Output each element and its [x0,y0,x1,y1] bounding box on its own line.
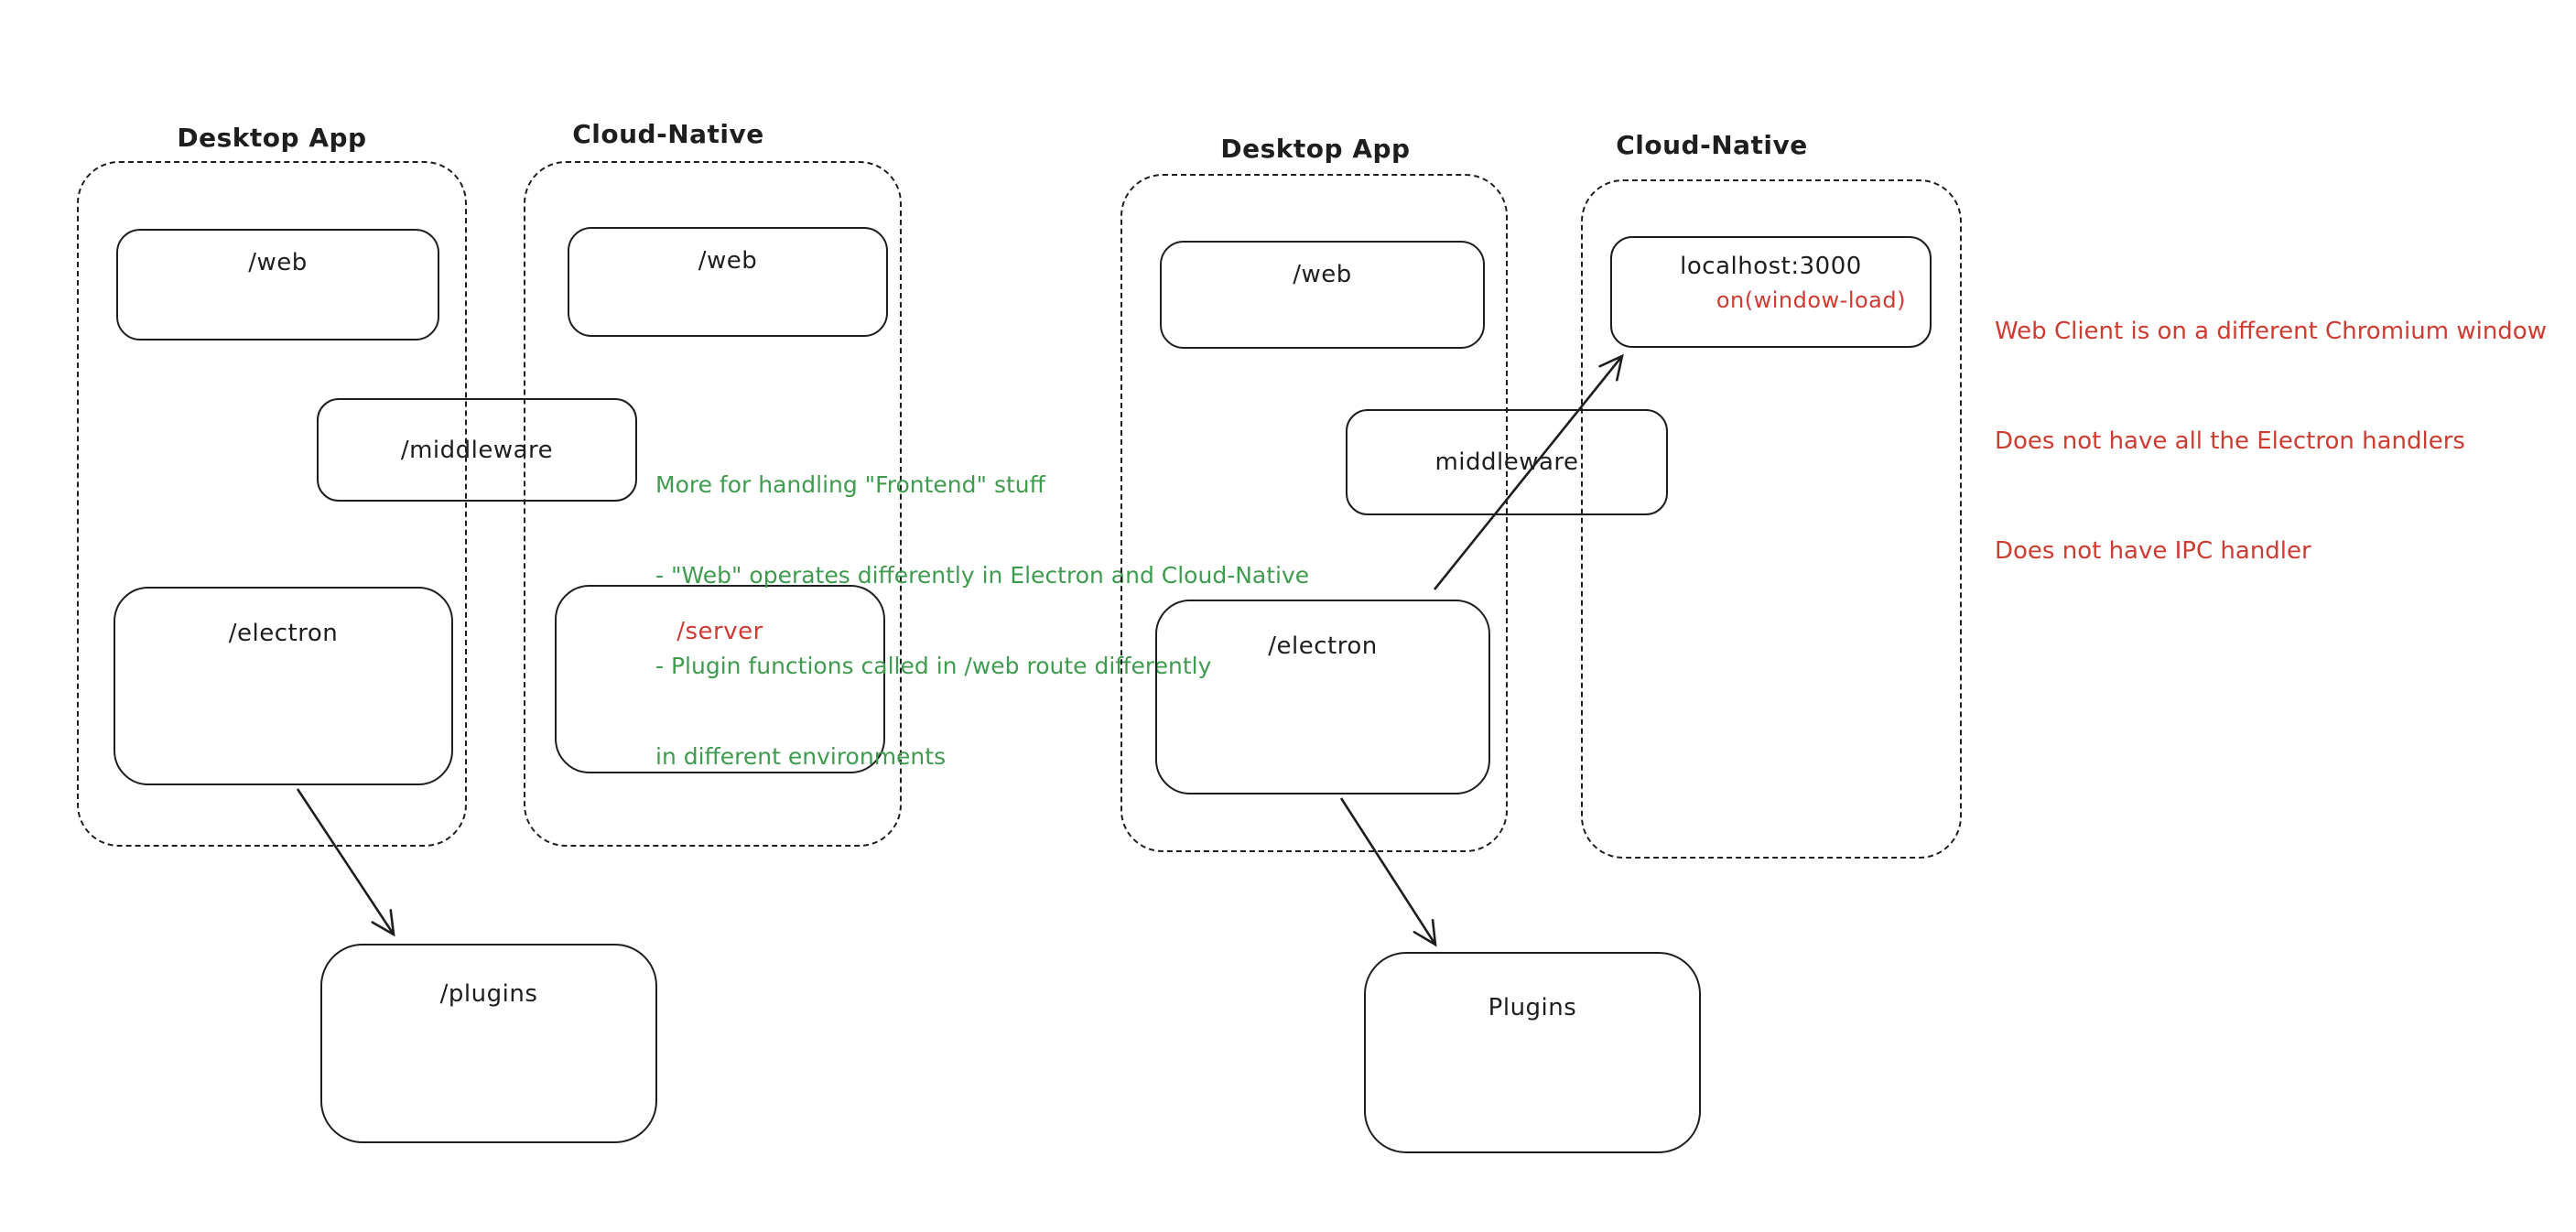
left-electron-label: /electron [228,620,339,647]
right-web-box: /web [1160,241,1485,349]
right-web-label: /web [1293,261,1352,288]
left-green-annotation: More for handling "Frontend" stuff - "We… [655,409,1309,832]
left-cloud-native-title: Cloud-Native [572,119,764,149]
green-note-line-2: - "Web" operates differently in Electron… [655,562,1310,589]
left-middleware-label: /middleware [400,436,554,464]
right-on-window-load-label: on(window-load) [1716,287,1906,313]
green-note-line-4: in different environments [655,743,947,770]
left-plugins-label: /plugins [439,980,538,1008]
left-cloud-web-label: /web [698,247,758,275]
green-note-line-1: More for handling "Frontend" stuff [655,471,1045,498]
left-desktop-web-box: /web [116,229,439,340]
red-note-line-2: Does not have all the Electron handlers [1995,427,2465,455]
right-desktop-app-title: Desktop App [1220,134,1411,164]
right-electron-box: /electron [1155,600,1490,794]
red-note-line-3: Does not have IPC handler [1995,537,2311,565]
right-plugins-box: Plugins [1364,952,1701,1153]
right-plugins-label: Plugins [1488,994,1577,1021]
left-cloud-native-container [524,161,902,847]
red-note-line-1: Web Client is on a different Chromium wi… [1995,318,2547,345]
left-plugins-box: /plugins [320,944,657,1143]
left-cloud-web-box: /web [568,227,888,337]
right-localhost-box: localhost:3000 on(window-load) [1610,236,1932,348]
right-cloud-native-title: Cloud-Native [1616,130,1808,160]
right-middleware-box: middleware [1346,409,1668,515]
left-server-box: /server [555,585,885,773]
right-red-annotation: Web Client is on a different Chromium wi… [1995,240,2547,643]
right-middleware-label: middleware [1434,448,1579,476]
left-desktop-app-container [77,161,467,847]
right-localhost-label: localhost:3000 [1680,253,1862,280]
left-electron-box: /electron [114,587,453,785]
left-desktop-app-title: Desktop App [177,123,367,153]
left-desktop-web-label: /web [248,249,308,276]
green-note-line-3: - Plugin functions called in /web route … [655,653,1212,679]
right-electron-label: /electron [1268,632,1378,660]
left-middleware-box: /middleware [317,398,637,502]
left-server-label: /server [676,618,763,645]
